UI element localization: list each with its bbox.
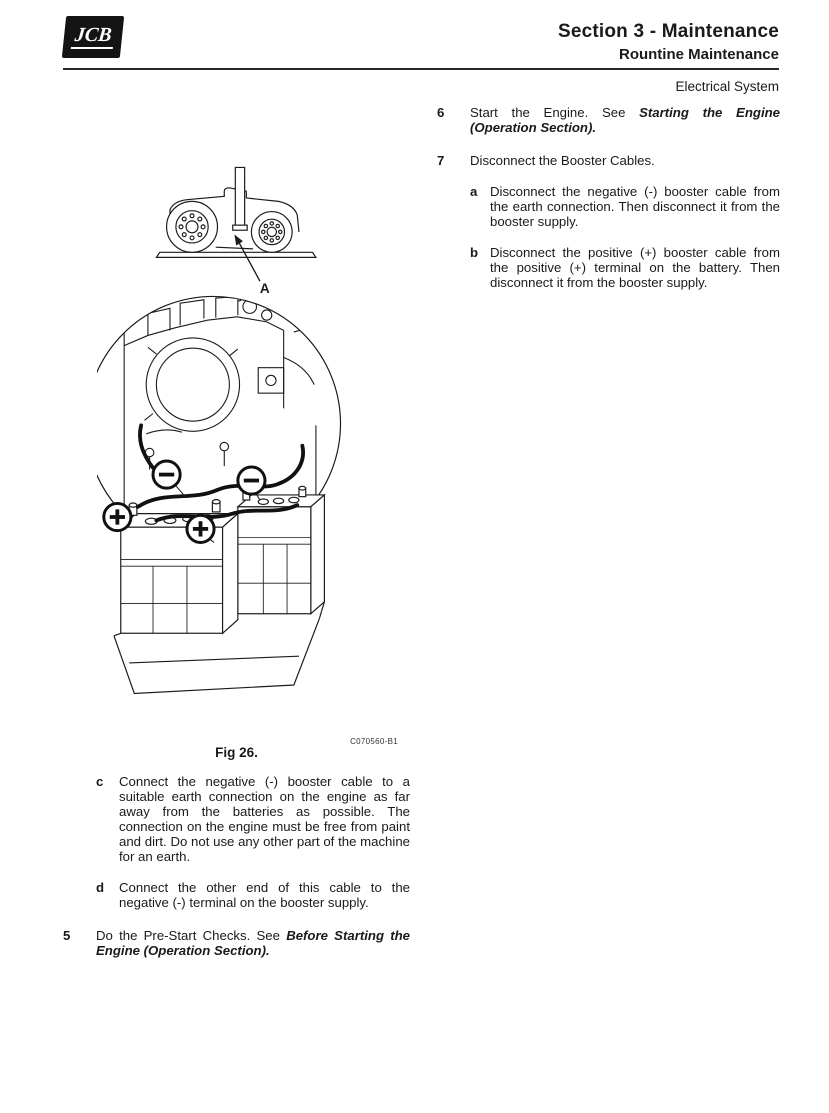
- item-number: 7: [437, 153, 445, 168]
- figure-callout-a: A: [260, 281, 270, 296]
- item-number: 6: [437, 105, 445, 120]
- figure-26-illustration: A: [97, 166, 342, 695]
- item-number: 5: [63, 928, 71, 943]
- system-heading: Electrical System: [675, 79, 779, 94]
- page-title: Section 3 - Maintenance: [557, 21, 779, 42]
- list-item-c: c Connect the negative (-) booster cable…: [96, 774, 410, 864]
- list-item-b: b Disconnect the positive (+) booster ca…: [470, 245, 780, 290]
- item-text-plain: Start the Engine. See: [470, 105, 640, 120]
- battery-panel-lines: [120, 536, 311, 634]
- left-column: A: [63, 105, 410, 958]
- minus-symbol: [151, 459, 182, 490]
- item-label: a: [470, 184, 478, 199]
- list-item-a: a Disconnect the negative (-) booster ca…: [470, 184, 780, 229]
- list-item-5: 5 Do the Pre-Start Checks. See Before St…: [63, 928, 410, 958]
- item-label: c: [96, 774, 104, 789]
- list-item-d: d Connect the other end of this cable to…: [96, 880, 410, 910]
- list-item-7: 7 Disconnect the Booster Cables.: [437, 153, 780, 168]
- plus-symbol: [102, 501, 133, 533]
- tractor-drawing: [155, 166, 318, 258]
- plus-symbol: [185, 513, 216, 544]
- item-text: Disconnect the Booster Cables.: [470, 153, 655, 168]
- item-text-plain: Do the Pre-Start Checks. See: [96, 928, 287, 943]
- leader-arrow: [234, 234, 261, 282]
- figure-code: C070560-B1: [350, 737, 398, 746]
- right-column: 6 Start the Engine. See Starting the Eng…: [437, 105, 780, 290]
- item-text-emphasis: Before Starting the Engine (Operation Se…: [96, 928, 411, 958]
- header-titles: Section 3 - Maintenance Rountine Mainten…: [558, 21, 779, 63]
- item-text: Connect the other end of this cable to t…: [119, 880, 410, 910]
- figure-26: A: [63, 105, 410, 762]
- minus-symbol: [236, 465, 267, 496]
- item-text: Start the Engine. See Starting the Engin…: [470, 105, 780, 135]
- page-subtitle: Rountine Maintenance: [618, 46, 779, 63]
- figure-caption: Fig 26.: [215, 745, 258, 760]
- item-text: Connect the negative (-) booster cable t…: [119, 774, 410, 864]
- figure-caption-row: C070560-B1 Fig 26.: [63, 737, 410, 762]
- item-label: d: [96, 880, 105, 895]
- jcb-logo-text: JCB: [70, 24, 116, 49]
- header-rule: [63, 68, 779, 70]
- item-label: b: [470, 245, 479, 260]
- battery-tray: [113, 601, 325, 695]
- item-text: Do the Pre-Start Checks. See Before Star…: [96, 928, 410, 958]
- item-text: Disconnect the negative (-) booster cabl…: [490, 184, 780, 229]
- item-text: Disconnect the positive (+) booster cabl…: [490, 245, 780, 290]
- jcb-logo: JCB: [61, 16, 125, 58]
- engine-drawing: [123, 296, 320, 551]
- item-text-emphasis: Starting the Engine (Operation Section).: [470, 105, 781, 135]
- list-item-6: 6 Start the Engine. See Starting the Eng…: [437, 105, 780, 135]
